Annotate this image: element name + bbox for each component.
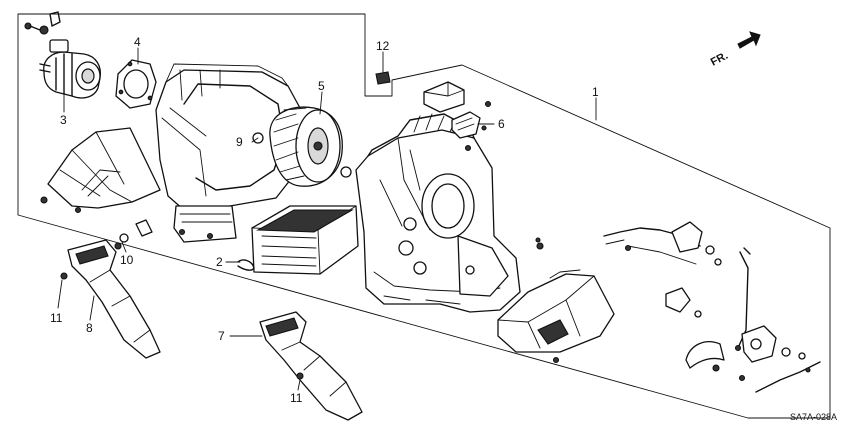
callout-1: 1 [592, 85, 599, 99]
clip-part [237, 259, 255, 271]
callout-12: 12 [376, 39, 390, 53]
heater-case-part [355, 113, 521, 313]
callout-7: 7 [218, 329, 225, 343]
resistor-part [423, 81, 465, 113]
callout-2: 2 [216, 255, 223, 269]
front-direction-arrow-icon [737, 31, 761, 49]
blower-motor-part [39, 39, 102, 99]
callout-8: 8 [86, 321, 93, 335]
front-direction-label: FR. [709, 50, 730, 69]
callout-11-left: 11 [50, 311, 63, 325]
callout-5: 5 [318, 79, 325, 93]
control-linkage-part [603, 221, 821, 393]
blower-fan-part [269, 106, 343, 187]
left-heater-duct-part [60, 219, 161, 359]
duct-cover-part [40, 127, 161, 214]
motor-gasket-part [115, 59, 157, 109]
grommet-part [375, 71, 391, 85]
callout-10: 10 [120, 253, 134, 267]
air-filter-part [251, 205, 359, 275]
switch-part [451, 100, 492, 152]
callout-4: 4 [134, 35, 141, 49]
leader-lines [57, 47, 597, 391]
callout-9: 9 [236, 135, 243, 149]
callout-6: 6 [498, 117, 505, 131]
assembly-outline [17, 13, 831, 419]
callout-3: 3 [60, 113, 67, 127]
callout-11-right: 11 [290, 391, 303, 405]
lower-duct-part [497, 269, 615, 353]
small-fasteners [535, 237, 632, 364]
drawing-code: SA7A-028A [790, 412, 837, 422]
right-heater-duct-part [259, 311, 363, 421]
motor-bracket-screw [24, 11, 61, 35]
